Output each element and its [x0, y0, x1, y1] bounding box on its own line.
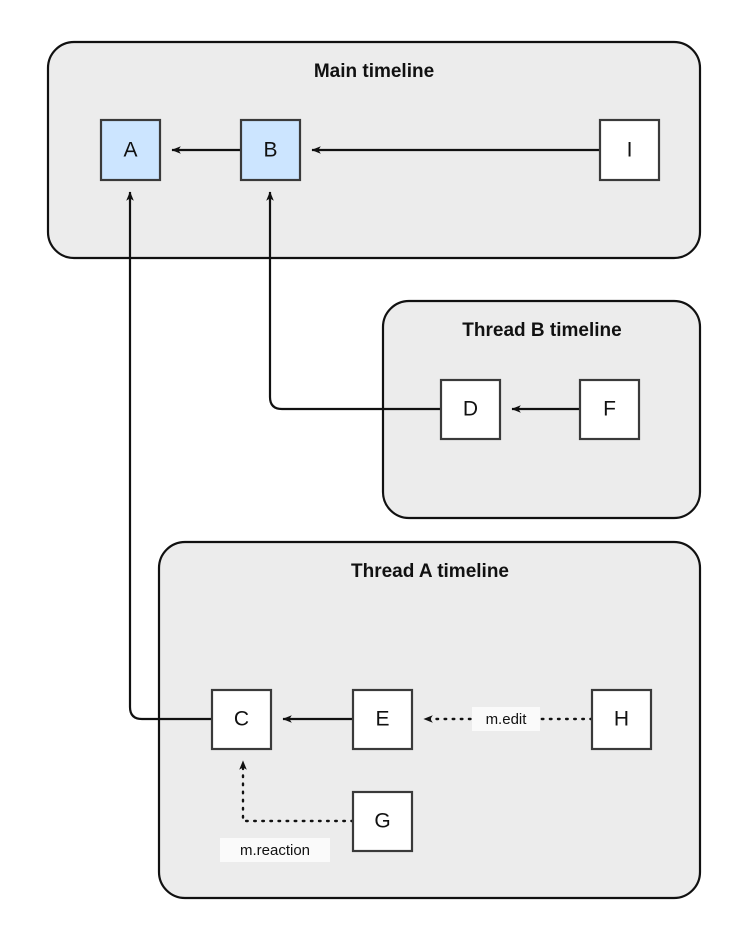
edge-label-m-edit-bg: [472, 707, 540, 731]
group-thread-b-timeline-title: Thread B timeline: [462, 320, 621, 341]
node-i-rect[interactable]: [598, 118, 661, 182]
node-a[interactable]: A: [99, 118, 162, 182]
node-d-label: D: [463, 398, 478, 421]
edge-c-to-a: [126, 191, 212, 721]
node-c-rect[interactable]: [210, 688, 273, 751]
node-d[interactable]: D: [439, 378, 502, 441]
edge-label-m-edit: m.edit: [486, 711, 528, 728]
node-b-label: B: [263, 139, 277, 162]
node-d-rect[interactable]: [439, 378, 502, 441]
node-c-label: C: [234, 708, 249, 731]
node-f-label: F: [603, 398, 616, 421]
node-h[interactable]: H: [590, 688, 653, 751]
node-b[interactable]: B: [239, 118, 302, 182]
group-thread-a-timeline-title: Thread A timeline: [351, 561, 509, 582]
node-c[interactable]: C: [210, 688, 273, 751]
node-e[interactable]: E: [351, 688, 414, 751]
node-a-rect[interactable]: [99, 118, 162, 182]
node-a-label: A: [123, 139, 137, 162]
node-g-rect[interactable]: [351, 790, 414, 853]
node-i[interactable]: I: [598, 118, 661, 182]
node-b-rect[interactable]: [239, 118, 302, 182]
edge-label-m-reaction-bg: [220, 838, 330, 862]
node-f-rect[interactable]: [578, 378, 641, 441]
node-i-label: I: [627, 139, 633, 162]
node-h-label: H: [614, 708, 629, 731]
node-g[interactable]: G: [351, 790, 414, 853]
node-h-rect[interactable]: [590, 688, 653, 751]
node-g-label: G: [374, 810, 390, 833]
edge-d-to-b: [266, 191, 441, 411]
group-main-timeline-title: Main timeline: [314, 61, 434, 82]
node-e-label: E: [375, 708, 389, 731]
edge-label-m-reaction: m.reaction: [240, 842, 310, 859]
node-e-rect[interactable]: [351, 688, 414, 751]
node-f[interactable]: F: [578, 378, 641, 441]
